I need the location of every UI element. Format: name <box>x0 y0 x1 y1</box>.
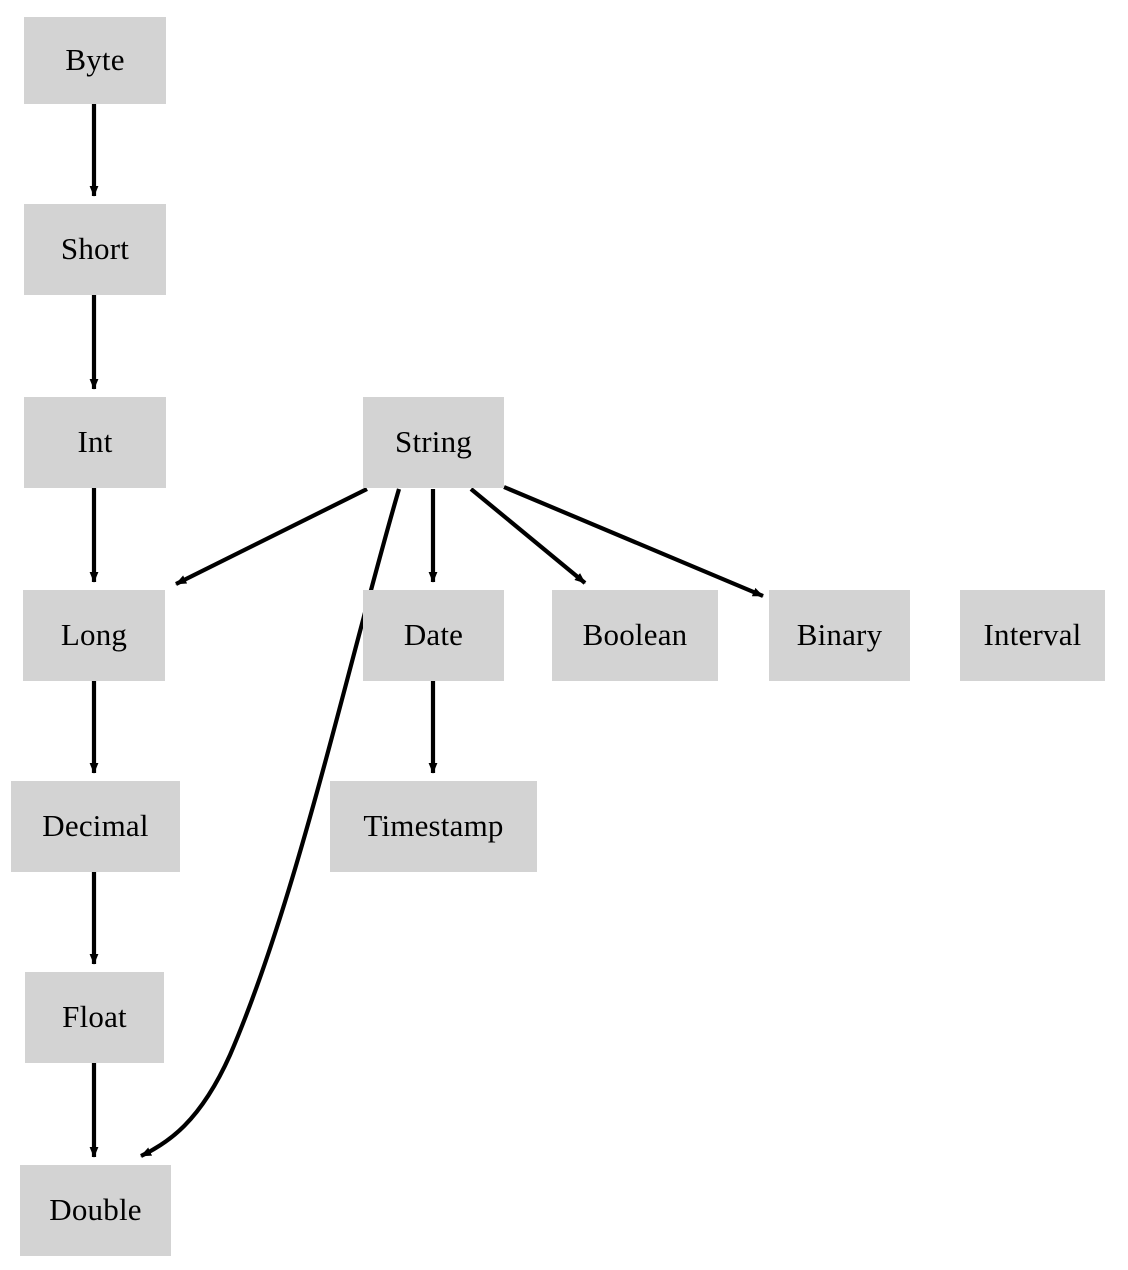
node-double-label: Double <box>49 1192 142 1227</box>
node-binary-label: Binary <box>796 617 883 652</box>
node-string[interactable]: String <box>363 397 504 488</box>
node-int-label: Int <box>77 424 113 459</box>
node-interval-label: Interval <box>983 617 1082 652</box>
node-short-label: Short <box>60 231 130 266</box>
node-long[interactable]: Long <box>23 590 165 681</box>
node-long-label: Long <box>60 617 128 652</box>
node-interval[interactable]: Interval <box>960 590 1105 681</box>
node-binary[interactable]: Binary <box>769 590 910 681</box>
node-boolean-label: Boolean <box>582 617 688 652</box>
node-timestamp-label: Timestamp <box>363 808 504 843</box>
node-decimal[interactable]: Decimal <box>11 781 180 872</box>
node-date-label: Date <box>403 617 464 652</box>
node-double[interactable]: Double <box>20 1165 171 1256</box>
node-float-label: Float <box>62 999 127 1034</box>
node-float[interactable]: Float <box>25 972 164 1063</box>
node-byte[interactable]: Byte <box>24 17 166 104</box>
node-short[interactable]: Short <box>24 204 166 295</box>
node-string-label: String <box>395 424 472 459</box>
node-decimal-label: Decimal <box>42 808 149 843</box>
node-boolean[interactable]: Boolean <box>552 590 718 681</box>
node-int[interactable]: Int <box>24 397 166 488</box>
node-byte-label: Byte <box>65 42 125 77</box>
node-date[interactable]: Date <box>363 590 504 681</box>
node-timestamp[interactable]: Timestamp <box>330 781 537 872</box>
